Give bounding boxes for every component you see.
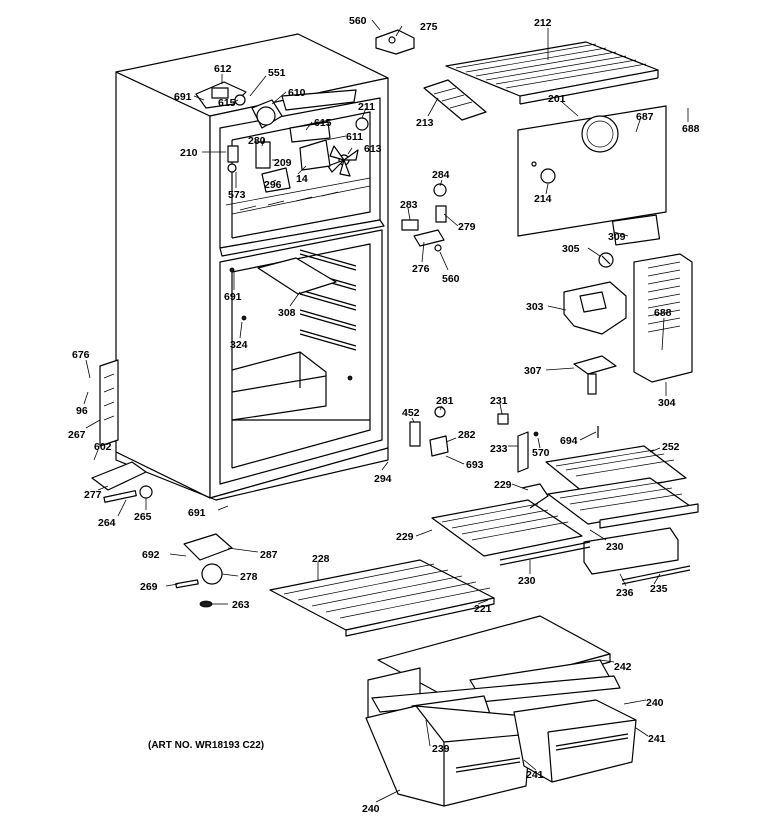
callout-615: 615 (218, 97, 236, 109)
callout-267: 267 (68, 429, 86, 441)
callout-231: 231 (490, 395, 508, 407)
callout-209: 209 (274, 157, 292, 169)
callout-304: 304 (658, 397, 676, 409)
callout-691: 691 (224, 291, 242, 303)
callout-241: 241 (526, 769, 544, 781)
callout-282: 282 (458, 429, 476, 441)
callout-221: 221 (474, 603, 492, 615)
callout-688: 688 (654, 307, 672, 319)
callout-693: 693 (466, 459, 484, 471)
callout-263: 263 (232, 599, 250, 611)
callout-236: 236 (616, 587, 634, 599)
cabinet (99, 33, 389, 501)
callout-324: 324 (230, 339, 248, 351)
callout-230: 230 (606, 541, 624, 553)
callout-276: 276 (412, 263, 430, 275)
callout-691: 691 (188, 507, 206, 519)
callout-307: 307 (524, 365, 542, 377)
callout-612: 612 (214, 63, 232, 75)
fan-blade-icon (327, 145, 359, 177)
callout-278: 278 (240, 571, 258, 583)
callout-96: 96 (76, 405, 88, 417)
callout-602: 602 (94, 441, 112, 453)
callout-242: 242 (614, 661, 632, 673)
callout-560: 560 (442, 273, 460, 285)
callout-240: 240 (362, 803, 380, 815)
callout-452: 452 (402, 407, 420, 419)
callout-277: 277 (84, 489, 102, 501)
callout-230: 230 (518, 575, 536, 587)
callout-308: 308 (278, 307, 296, 319)
callout-305: 305 (562, 243, 580, 255)
leader-lines (83, 19, 689, 803)
callout-265: 265 (134, 511, 152, 523)
callout-214: 214 (534, 193, 552, 205)
mid-right-parts (409, 406, 699, 585)
callout-287: 287 (260, 549, 278, 561)
callout-570: 570 (532, 447, 550, 459)
callout-228: 228 (312, 553, 330, 565)
callout-615: 615 (314, 117, 332, 129)
callout-694: 694 (560, 435, 578, 447)
bottom-left-parts (91, 461, 495, 637)
callout-303: 303 (526, 301, 544, 313)
callout-229: 229 (494, 479, 512, 491)
callout-551: 551 (268, 67, 286, 79)
callout-692: 692 (142, 549, 160, 561)
callout-252: 252 (662, 441, 680, 453)
callout-229: 229 (396, 531, 414, 543)
top-right-parts (375, 29, 693, 395)
callout-296: 296 (264, 179, 282, 191)
callout-241: 241 (648, 733, 666, 745)
callout-233: 233 (490, 443, 508, 455)
callout-573: 573 (228, 189, 246, 201)
callout-281: 281 (436, 395, 454, 407)
callout-14: 14 (296, 173, 308, 185)
callout-labels: 560 275 212 612 551 691 615 610 211 213 … (68, 15, 700, 815)
callout-284: 284 (432, 169, 450, 181)
callout-676: 676 (72, 349, 90, 361)
callout-611: 611 (346, 131, 363, 143)
callout-210: 210 (180, 147, 198, 159)
callout-212: 212 (534, 17, 552, 29)
art-number: (ART NO. WR18193 C22) (148, 740, 264, 751)
callout-560: 560 (349, 15, 367, 27)
callout-610: 610 (288, 87, 306, 99)
callout-691: 691 (174, 91, 192, 103)
callout-279: 279 (458, 221, 476, 233)
callout-235: 235 (650, 583, 668, 595)
callout-213: 213 (416, 117, 434, 129)
callout-201: 201 (548, 93, 566, 105)
callout-687: 687 (636, 111, 654, 123)
callout-211: 211 (358, 101, 375, 113)
callout-280: 280 (248, 135, 266, 147)
callout-283: 283 (400, 199, 418, 211)
callout-264: 264 (98, 517, 116, 529)
callout-688: 688 (682, 123, 700, 135)
callout-613: 613 (364, 143, 382, 155)
callout-269: 269 (140, 581, 158, 593)
callout-239: 239 (432, 743, 450, 755)
crisper-assembly (365, 615, 637, 807)
callout-240: 240 (646, 697, 664, 709)
callout-309: 309 (608, 231, 626, 243)
callout-275: 275 (420, 21, 438, 33)
callout-294: 294 (374, 473, 392, 485)
